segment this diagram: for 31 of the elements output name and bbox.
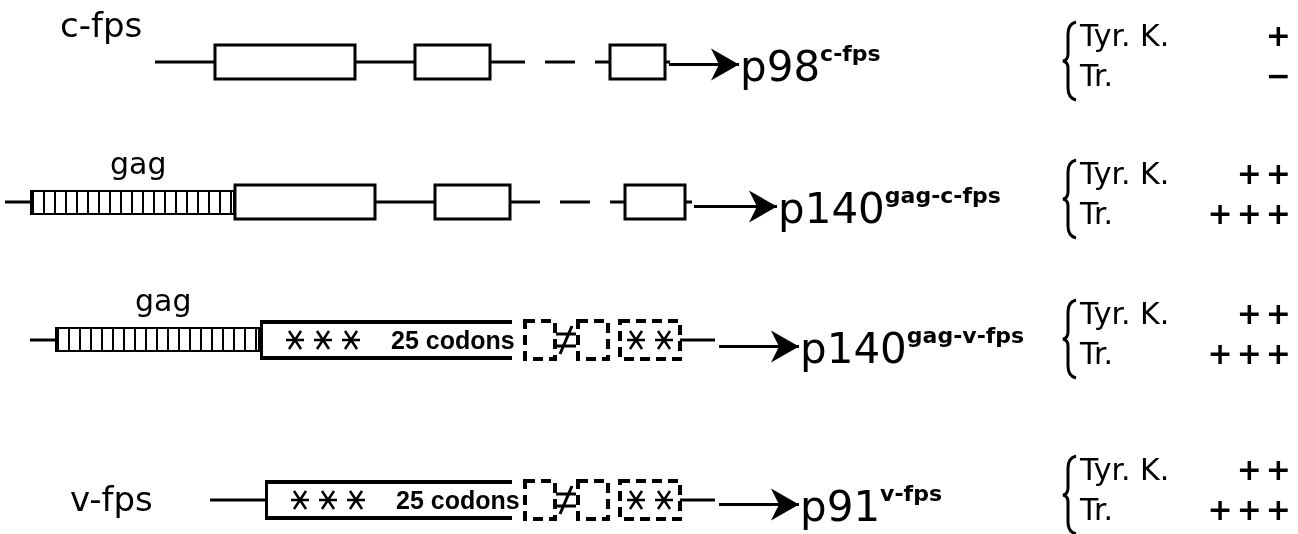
assay-name: Tyr. K. <box>1080 296 1170 332</box>
gene-name: c-fps <box>60 8 143 42</box>
protein-product-label: p140$^{gag-v-fps}$ <box>800 322 1025 373</box>
arrow <box>719 330 799 363</box>
activity-level: ++ <box>1236 296 1295 332</box>
activity-level: ++ <box>1236 156 1295 192</box>
protein-product-label: p91$^{v-fps}$ <box>800 480 942 531</box>
exon-label: 25 codons <box>391 325 515 355</box>
exon-box <box>260 320 512 360</box>
gene-name: v-fps <box>70 482 153 516</box>
activity-level: + <box>1265 18 1295 54</box>
assay-name: Tr. <box>1080 336 1114 372</box>
assay-name: Tyr. K. <box>1080 452 1170 488</box>
activity-level: +++ <box>1207 196 1295 232</box>
protein-product-label: p98$^{c-fps}$ <box>740 40 881 91</box>
exon-label: 25 codons <box>396 485 520 515</box>
assay-name: Tyr. K. <box>1080 18 1170 54</box>
assay-name: Tr. <box>1080 58 1114 94</box>
arrow <box>694 190 777 223</box>
assay-name: Tr. <box>1080 492 1114 528</box>
assay-name: Tyr. K. <box>1080 156 1170 192</box>
activity-level: − <box>1265 58 1295 94</box>
arrow <box>669 48 739 81</box>
segment-label: gag <box>110 147 167 181</box>
activity-level: +++ <box>1207 492 1295 528</box>
assay-name: Tr. <box>1080 196 1114 232</box>
segment-label: gag <box>135 284 192 318</box>
arrow <box>719 488 799 521</box>
activity-level: ++ <box>1236 452 1295 488</box>
activity-level: +++ <box>1207 336 1295 372</box>
protein-product-label: p140$^{gag-c-fps}$ <box>778 182 1001 233</box>
